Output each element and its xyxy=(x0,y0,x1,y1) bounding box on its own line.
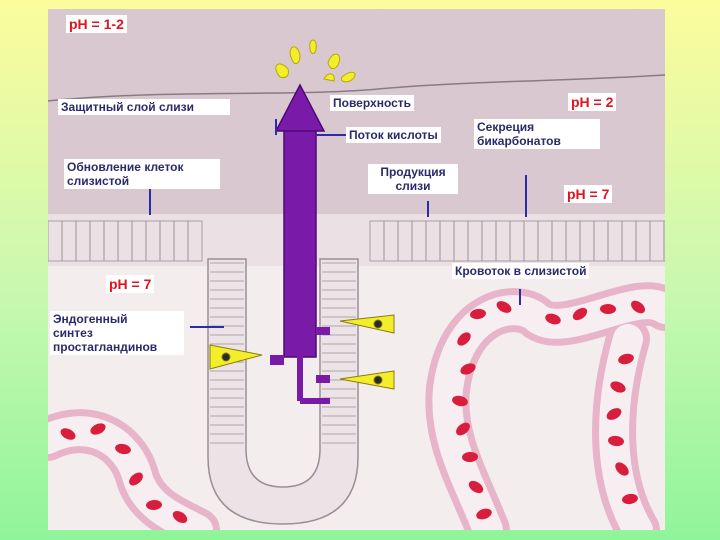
ph-surface-label: pH = 2 xyxy=(568,93,617,111)
red-blood-cell-icon xyxy=(572,307,588,321)
red-blood-cell-icon xyxy=(172,510,188,524)
acid-flow-arrow-icon xyxy=(270,83,330,404)
gastric-pit xyxy=(207,258,359,525)
gastric-mucosa-diagram: pH = 1-2 Защитный слой слизи Поверхность… xyxy=(48,9,665,530)
mucus-layer-label: Защитный слой слизи xyxy=(58,99,230,115)
red-blood-cell-icon xyxy=(452,395,468,407)
red-blood-cell-icon xyxy=(60,428,76,440)
red-blood-cell-icon xyxy=(457,332,471,346)
red-blood-cell-icon xyxy=(476,508,492,520)
red-blood-cell-icon xyxy=(470,308,486,320)
red-blood-cells xyxy=(60,300,645,524)
red-blood-cell-icon xyxy=(496,301,512,313)
red-blood-cell-icon xyxy=(146,499,162,511)
red-blood-cell-icon xyxy=(460,363,476,375)
red-blood-cell-icon xyxy=(115,443,131,455)
mucus-surface-line xyxy=(48,74,665,102)
red-blood-cell-icon xyxy=(608,435,624,447)
red-blood-cell-icon xyxy=(545,313,561,325)
red-blood-cell-icon xyxy=(129,472,143,486)
mucus-secretion-icon xyxy=(275,39,356,83)
epithelial-cell xyxy=(663,220,665,262)
prostaglandin-label: Эндогенный синтез простагландинов xyxy=(50,311,184,355)
red-blood-cell-icon xyxy=(622,493,638,505)
bicarbonate-label: Секреция бикарбонатов xyxy=(474,119,600,149)
red-blood-cell-icon xyxy=(468,480,484,494)
cell-renewal-label: Обновление клеток слизистой xyxy=(64,159,220,189)
red-blood-cell-icon xyxy=(610,381,626,393)
epithelium-band xyxy=(48,214,665,266)
red-blood-cell-icon xyxy=(456,422,470,436)
surface-label: Поверхность xyxy=(330,95,415,111)
red-blood-cell-icon xyxy=(90,423,106,435)
prostaglandin-cell-icon xyxy=(209,314,395,390)
red-blood-cell-icon xyxy=(462,451,478,463)
red-blood-cell-icon xyxy=(618,353,634,365)
pointer-lines xyxy=(149,119,527,328)
red-blood-cell-icon xyxy=(615,462,629,476)
surface-epithelial-cells xyxy=(48,220,665,262)
ph-mucosa-label: pH = 7 xyxy=(106,275,155,293)
red-blood-cell-icon xyxy=(600,303,616,315)
diagram-drawing xyxy=(48,9,665,530)
ph-lumen-label: pH = 1-2 xyxy=(66,15,127,33)
mucus-production-label: Продукция слизи xyxy=(368,164,458,194)
ph-epithelium-label: pH = 7 xyxy=(564,185,613,203)
blood-flow-label: Кровоток в слизистой xyxy=(452,263,590,279)
red-blood-cell-icon xyxy=(631,300,645,314)
red-blood-cell-icon xyxy=(606,408,622,420)
acid-flow-label: Поток кислоты xyxy=(346,127,441,143)
epithelial-cell xyxy=(187,220,203,262)
